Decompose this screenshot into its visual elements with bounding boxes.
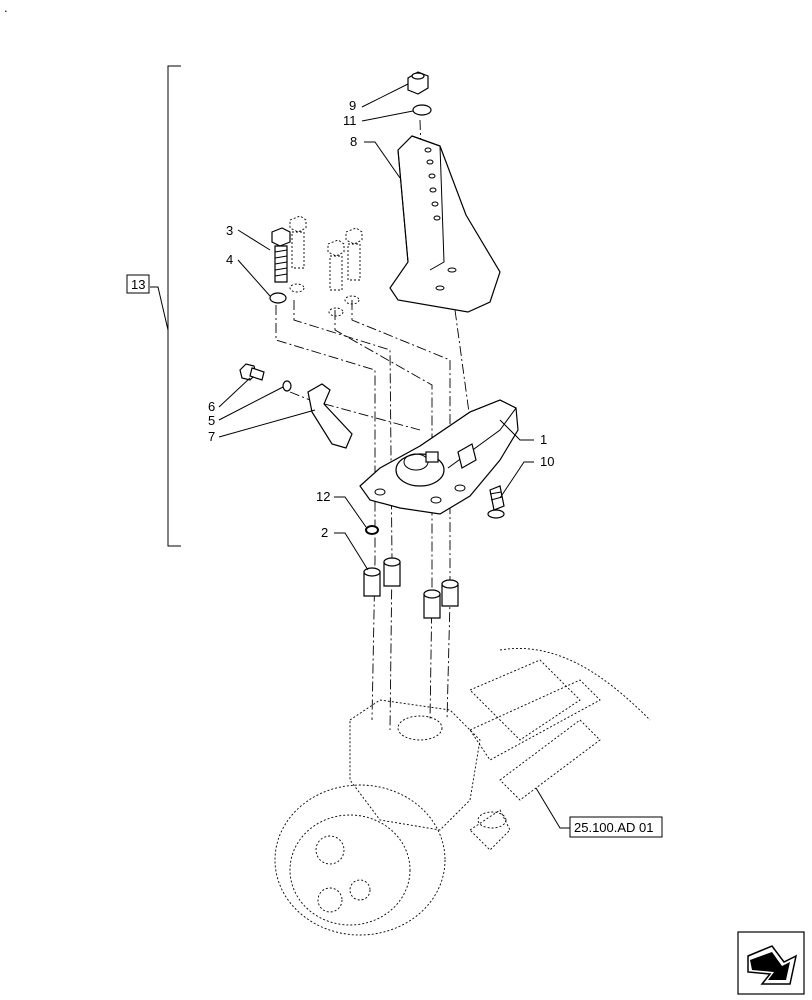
callout-numbers: 9 11 8 3 4 6 5 7 1 10 12 2 xyxy=(208,98,554,540)
part-12-ring xyxy=(365,525,379,535)
ghost-bolts xyxy=(289,215,363,317)
leader-lines xyxy=(218,83,570,829)
callout-7: 7 xyxy=(208,429,215,444)
part-1-housing xyxy=(359,399,519,515)
callout-6: 6 xyxy=(208,399,215,414)
callout-4: 4 xyxy=(226,252,233,267)
callout-9: 9 xyxy=(349,98,356,113)
part-3-bolt xyxy=(271,227,291,283)
reference-label[interactable]: 25.100.AD 01 xyxy=(574,820,654,835)
callout-3: 3 xyxy=(226,223,233,238)
corner-mark: . xyxy=(4,0,8,15)
callout-8: 8 xyxy=(350,134,357,149)
callout-2: 2 xyxy=(321,525,328,540)
part-5-washer xyxy=(282,380,292,392)
part-4-washer xyxy=(269,292,287,304)
callout-5: 5 xyxy=(208,413,215,428)
callout-1: 1 xyxy=(540,432,547,447)
part-2-bushings xyxy=(363,557,459,619)
reference-label-group[interactable]: 25.100.AD 01 xyxy=(569,816,663,838)
part-9-nut xyxy=(407,71,429,95)
group-label-box xyxy=(126,274,150,294)
axle-assembly-ghost xyxy=(274,648,651,936)
part-10-bolt xyxy=(487,485,505,519)
part-7-clip xyxy=(307,383,353,449)
part-6-screw xyxy=(239,363,265,381)
reference-label-box xyxy=(569,816,663,838)
group-bracket: 13 xyxy=(126,65,181,547)
callout-10: 10 xyxy=(540,454,554,469)
callout-12: 12 xyxy=(316,489,330,504)
part-8-bracket xyxy=(389,135,501,313)
callout-11: 11 xyxy=(343,113,357,128)
part-11-washer xyxy=(412,104,432,116)
group-label: 13 xyxy=(131,277,145,292)
next-page-arrow-icon[interactable] xyxy=(737,931,805,995)
